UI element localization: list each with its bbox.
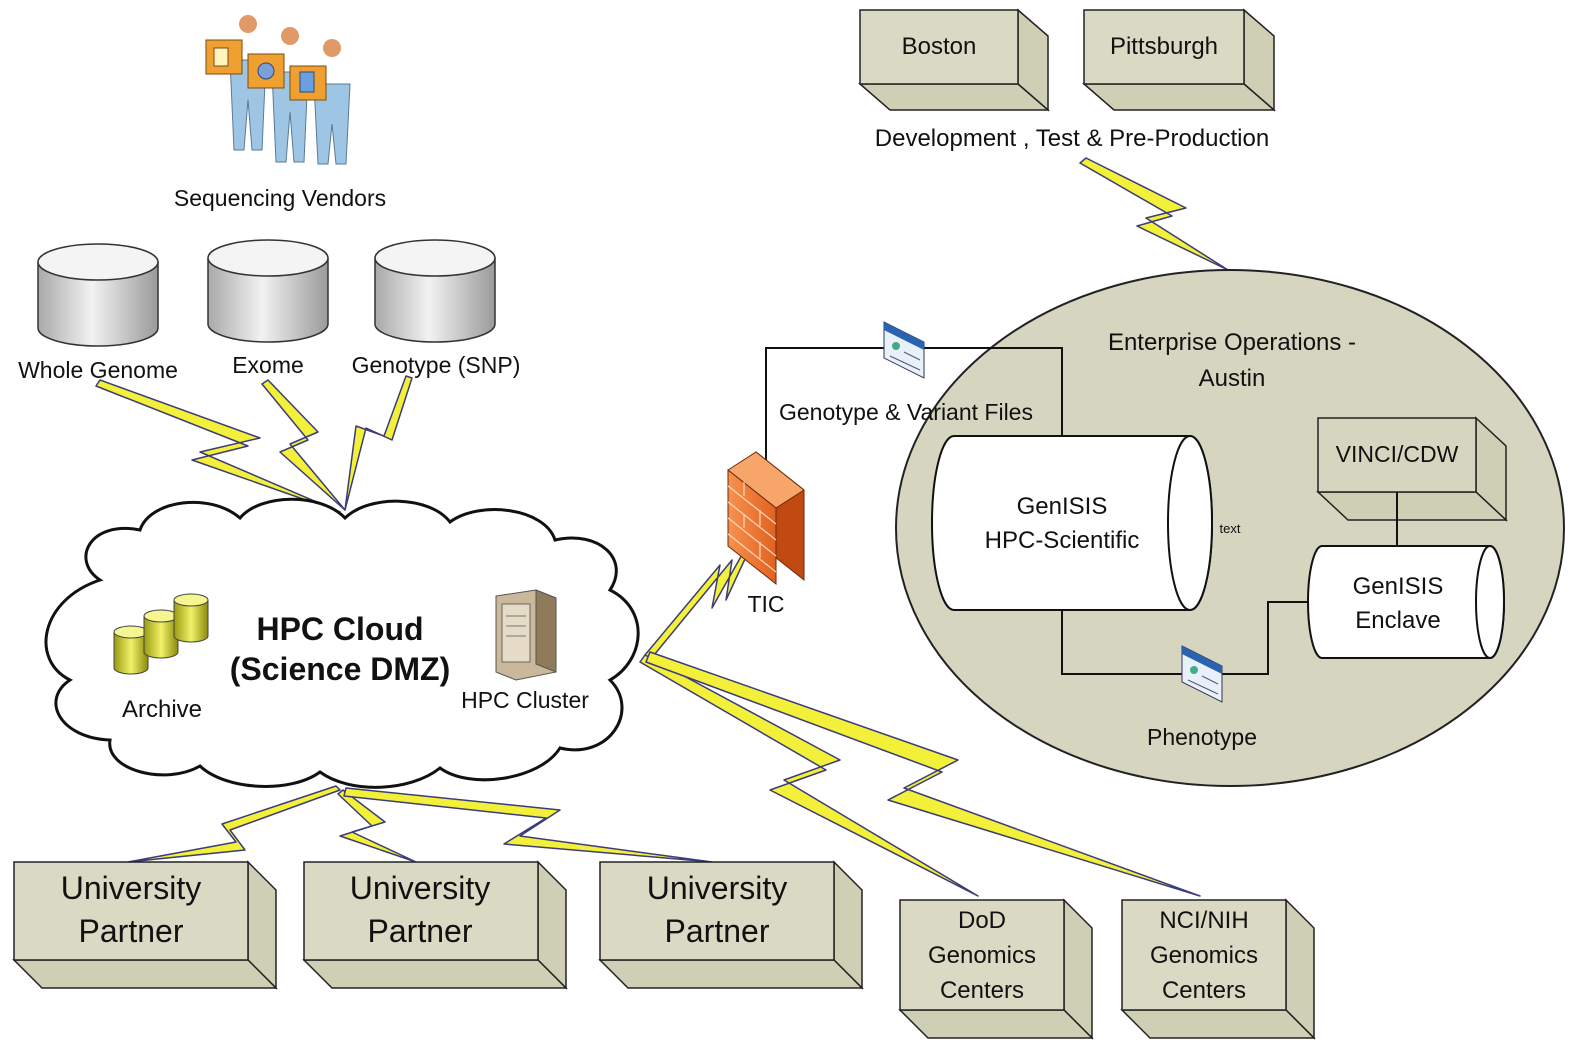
pittsburgh-box[interactable] [1081, 8, 1277, 112]
nci-line3: Centers [1162, 977, 1246, 1004]
sequencing-vendors-label: Sequencing Vendors [174, 185, 386, 211]
nci-line1: NCI/NIH [1159, 907, 1248, 934]
dod-line2: Genomics [928, 942, 1036, 969]
phenotype-label: Phenotype [1147, 724, 1257, 750]
database-label-exome: Exome [232, 352, 304, 378]
lightning-nci [645, 651, 1201, 897]
hpc-cloud-shape[interactable] [44, 497, 640, 789]
university-partner-2[interactable] [302, 860, 568, 990]
university-partner-1[interactable] [12, 860, 278, 990]
lightning-partner-1 [127, 785, 341, 863]
genisis-hpc-label-1: GenISIS [1017, 493, 1108, 520]
vendor-person-3 [289, 39, 351, 165]
hpc-cloud-subtitle: (Science DMZ) [230, 651, 450, 687]
phenotype-document-icon[interactable] [1181, 645, 1223, 703]
genisis-enclave-store[interactable] [1307, 545, 1505, 659]
partner-1-line2: Partner [79, 913, 184, 949]
genisis-hpc-scientific-store[interactable] [931, 435, 1213, 611]
database-label-genotype: Genotype (SNP) [352, 352, 521, 378]
hpc-cluster-label: HPC Cluster [461, 687, 589, 713]
lightning-partner-2 [337, 789, 417, 863]
archive-label: Archive [122, 696, 202, 723]
partner-3-line1: University [647, 870, 787, 906]
dev-test-caption: Development , Test & Pre-Production [875, 125, 1269, 152]
dod-line3: Centers [940, 977, 1024, 1004]
nci-nih-genomics-centers-box[interactable] [1120, 898, 1316, 1040]
connections [95, 157, 1229, 897]
partner-2-line1: University [350, 870, 490, 906]
enterprise-subtitle: Austin [1199, 365, 1266, 392]
pittsburgh-label: Pittsburgh [1110, 33, 1218, 60]
dod-line1: DoD [958, 907, 1006, 934]
lightning-dev-to-enterprise [1079, 157, 1229, 271]
lightning-dod [639, 654, 979, 897]
document-icon[interactable] [883, 321, 925, 379]
lightning-partner-3 [343, 787, 713, 863]
partner-1-line1: University [61, 870, 201, 906]
firewall-icon[interactable] [727, 450, 805, 586]
vinci-cdw-label: VINCI/CDW [1336, 441, 1459, 467]
database-label-whole-genome: Whole Genome [18, 357, 178, 383]
phenotype-connector [1061, 601, 1308, 675]
dod-genomics-centers-box[interactable] [898, 898, 1094, 1040]
genisis-hpc-label-2: HPC-Scientific [985, 527, 1140, 554]
genisis-enclave-label-1: GenISIS [1353, 573, 1444, 600]
database-exome[interactable] [207, 239, 329, 343]
tic-label: TIC [747, 591, 784, 617]
lightning-whole-genome [95, 379, 341, 513]
sequencing-vendors-icon [205, 15, 351, 165]
genisis-enclave-label-2: Enclave [1355, 607, 1440, 634]
lightning-exome [261, 379, 346, 511]
genotype-files-label: Genotype & Variant Files [779, 399, 1033, 425]
vinci-cdw-box[interactable] [1316, 416, 1508, 522]
lightning-genotype [344, 375, 413, 511]
boston-box[interactable] [857, 8, 1051, 112]
archive-icon[interactable] [113, 593, 209, 675]
nci-line2: Genomics [1150, 942, 1258, 969]
hpc-cloud-title: HPC Cloud [256, 611, 423, 647]
database-whole-genome[interactable] [37, 243, 159, 347]
university-partner-3[interactable] [598, 860, 864, 990]
partner-2-line2: Partner [368, 913, 473, 949]
database-genotype[interactable] [374, 239, 496, 343]
hpc-cluster-icon[interactable] [495, 589, 557, 681]
text-tag: text [1220, 521, 1241, 536]
boston-label: Boston [902, 33, 977, 60]
enterprise-title: Enterprise Operations - [1108, 329, 1356, 356]
partner-3-line2: Partner [665, 913, 770, 949]
